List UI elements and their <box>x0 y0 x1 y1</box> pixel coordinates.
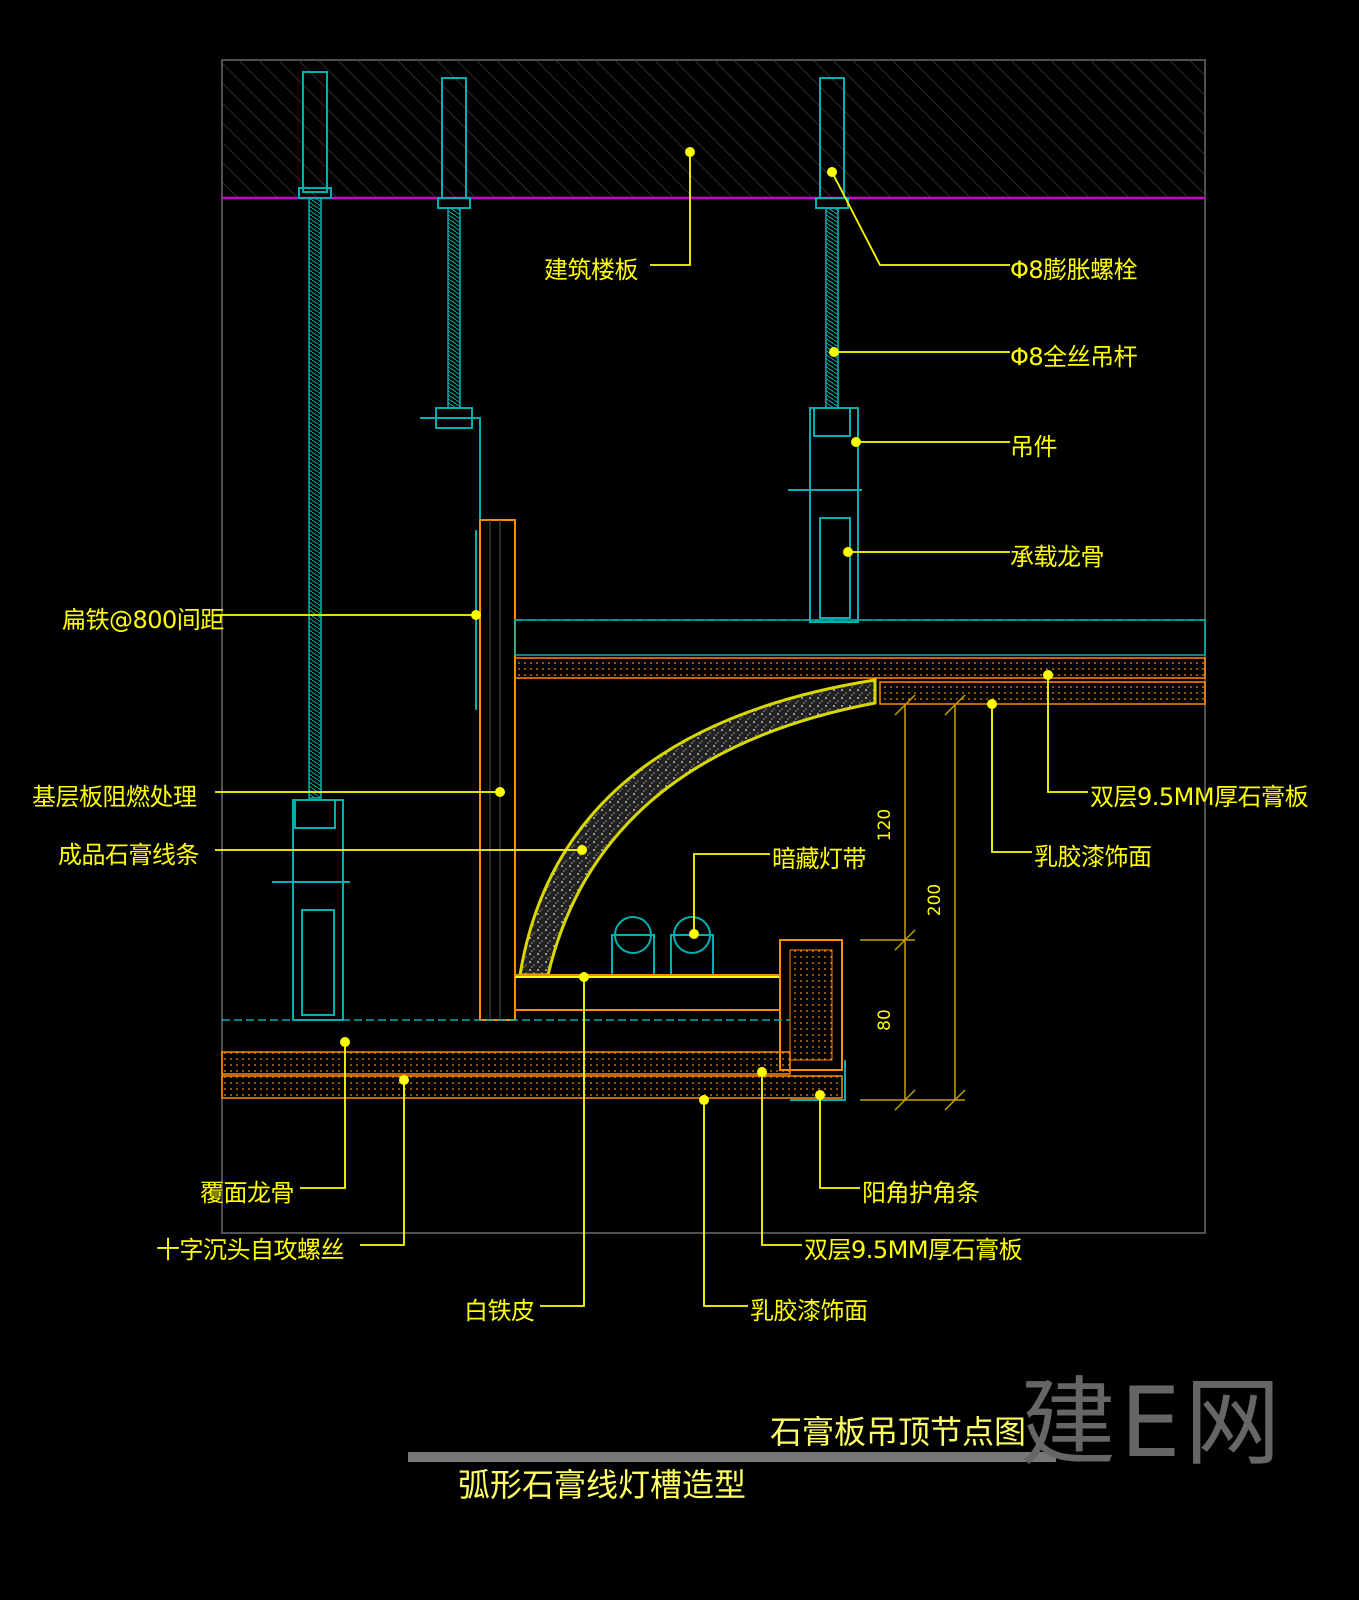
dimension-lines <box>860 694 966 1111</box>
label-base-board: 基层板阻燃处理 <box>32 783 197 811</box>
lower-ceiling-boards <box>221 1019 846 1101</box>
leader-dots <box>340 147 1053 1105</box>
drawing-subtitle: 弧形石膏线灯槽造型 <box>458 1466 747 1504</box>
label-latex-paint-right: 乳胶漆饰面 <box>1034 843 1152 871</box>
hanger-rod-right <box>813 77 851 437</box>
hidden-light-strip <box>611 916 714 976</box>
dim-120: 120 <box>875 809 895 841</box>
vertical-base-board <box>475 519 516 1021</box>
label-white-iron: 白铁皮 <box>464 1297 535 1325</box>
main-keel-right <box>788 407 862 623</box>
title-underline <box>408 1452 1056 1462</box>
label-cross-screw: 十字沉头自攻螺丝 <box>156 1236 345 1264</box>
light-trough <box>514 939 843 1071</box>
drawing-title: 石膏板吊顶节点图 <box>770 1413 1027 1451</box>
label-gypsum-molding: 成品石膏线条 <box>58 841 200 869</box>
dim-200: 200 <box>925 884 945 916</box>
label-expansion-bolt: Φ8膨胀螺栓 <box>1010 256 1138 284</box>
label-flat-iron: 扁铁@800间距 <box>62 606 224 634</box>
label-corner-bead: 阳角护角条 <box>862 1179 980 1207</box>
label-hanger: 吊件 <box>1010 433 1058 461</box>
label-threaded-rod: Φ8全丝吊杆 <box>1010 343 1138 371</box>
watermark-logo: 建E网 <box>1020 1367 1285 1479</box>
label-cover-keel: 覆面龙骨 <box>200 1179 295 1207</box>
floor-slab <box>222 60 1205 198</box>
dim-80: 80 <box>875 1009 895 1031</box>
leader-lines <box>215 152 1088 1307</box>
main-keel-left <box>272 799 350 1021</box>
label-floor-slab: 建筑楼板 <box>544 256 639 284</box>
label-main-keel: 承载龙骨 <box>1010 543 1105 571</box>
label-latex-paint-bottom: 乳胶漆饰面 <box>750 1297 868 1325</box>
curved-gypsum-molding <box>518 678 877 977</box>
label-double-gypsum-bottom: 双层9.5MM厚石膏板 <box>804 1236 1023 1264</box>
label-double-gypsum-right: 双层9.5MM厚石膏板 <box>1090 783 1309 811</box>
label-hidden-light: 暗藏灯带 <box>772 845 867 873</box>
hanger-rod-left <box>294 71 336 829</box>
